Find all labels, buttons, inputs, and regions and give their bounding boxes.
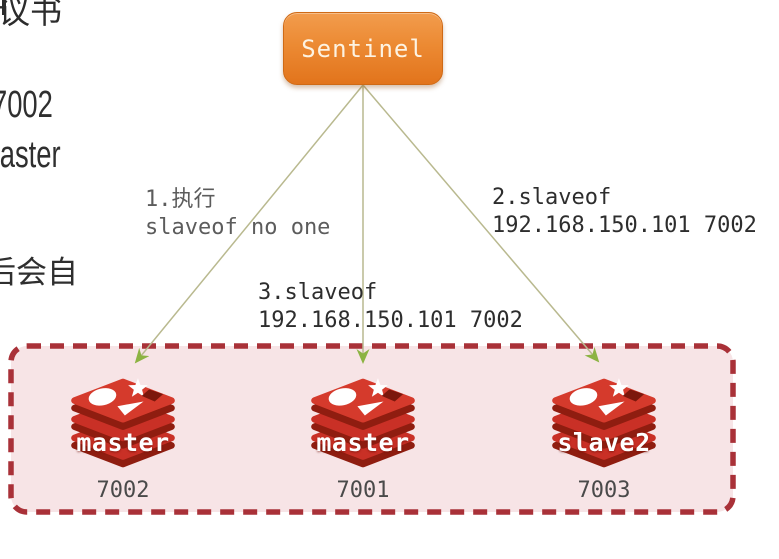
node-role-label: slave2 (557, 428, 651, 457)
step1-label: 1.执行 slaveof no one (145, 186, 330, 242)
step3-label: 3.slaveof 192.168.150.101 7002 (258, 279, 523, 335)
step1-line2: slaveof no one (145, 215, 331, 240)
redis-node-7002: master 7002 (48, 372, 198, 503)
step2-line1: 2.slaveof (492, 185, 612, 210)
node-port-label: 7002 (96, 478, 150, 503)
clipped-doc-text-port: 7002 (0, 84, 53, 126)
redis-node-7003: slave2 7003 (529, 372, 679, 503)
redis-icon (311, 378, 415, 468)
step2-line2: 192.168.150.101 7002 (492, 213, 757, 238)
arrow-to-node-7003 (362, 84, 600, 363)
sentinel-box: Sentinel (283, 12, 443, 85)
node-role-label: master (76, 428, 170, 457)
redis-icon (71, 378, 175, 468)
clipped-character-fragment (2, 0, 6, 15)
clipped-doc-text-cjk: 后会自 (0, 255, 78, 290)
step2-label: 2.slaveof 192.168.150.101 7002 (492, 184, 757, 240)
step1-line1: 1.执行 (145, 187, 216, 212)
redis-icon (552, 378, 656, 468)
step3-line2: 192.168.150.101 7002 (258, 308, 523, 333)
clipped-doc-text-top: 议书 (0, 0, 63, 30)
node-port-label: 7003 (577, 478, 631, 503)
step3-line1: 3.slaveof (258, 280, 378, 305)
redis-node-7001: master 7001 (288, 372, 438, 503)
node-port-label: 7001 (336, 478, 390, 503)
clipped-doc-text-master: master (0, 134, 61, 176)
node-role-label: master (316, 428, 410, 457)
arrow-to-node-7002 (134, 84, 364, 364)
sentinel-label: Sentinel (301, 34, 425, 63)
